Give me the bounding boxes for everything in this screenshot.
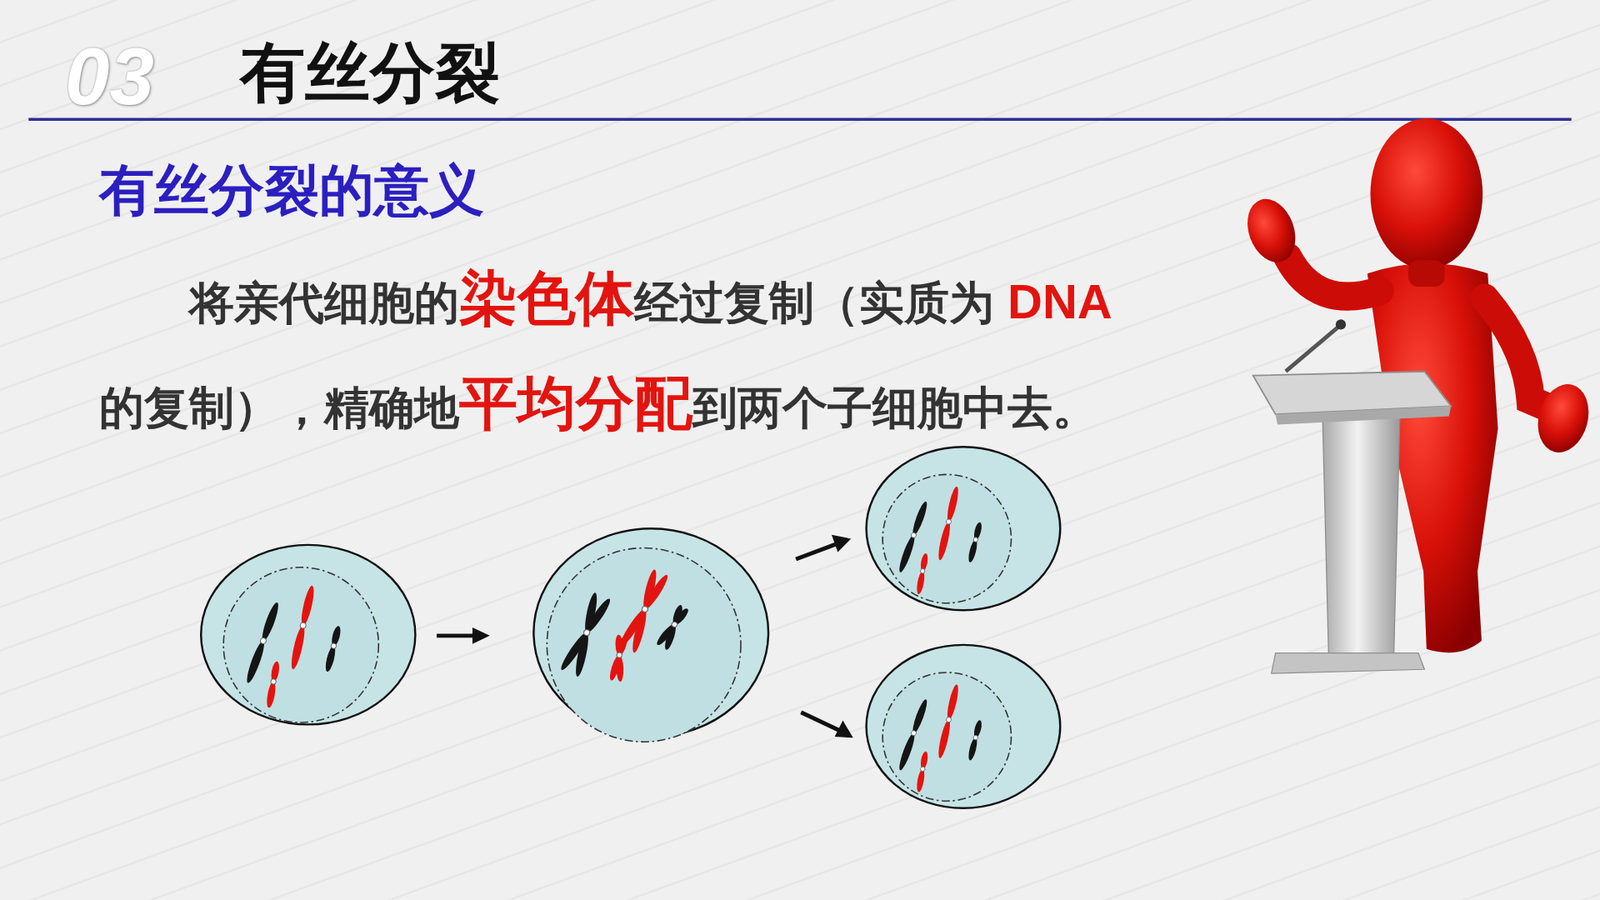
speaker-figure <box>1239 118 1596 674</box>
parent-cell <box>200 545 415 725</box>
arrow <box>795 535 854 739</box>
body-text: 经过复制（实质为 <box>634 276 995 330</box>
key-term: 平均分配 <box>459 369 693 438</box>
key-term: 染色体 <box>459 264 635 333</box>
podium <box>1322 413 1400 654</box>
slide-title: 有丝分裂 <box>240 40 500 105</box>
microphone <box>1285 326 1340 372</box>
daughter-cell <box>866 446 1061 610</box>
header-rule <box>28 117 1571 121</box>
daughter-cell <box>866 645 1061 809</box>
dividing-cell <box>533 528 769 742</box>
text-line: 的复制），精确地平均分配到两个子细胞中去。 <box>99 370 1098 438</box>
text-line: 将亲代细胞的染色体经过复制（实质为DNA <box>189 265 1113 333</box>
key-term: DNA <box>1007 274 1113 329</box>
section-number: 03 <box>65 36 155 117</box>
body-text: 到两个子细胞中去。 <box>692 381 1098 435</box>
body-text: 将亲代细胞的 <box>189 276 460 330</box>
subtitle: 有丝分裂的意义 <box>99 163 485 219</box>
body-text: 的复制），精确地 <box>99 381 460 435</box>
arrow <box>436 627 490 645</box>
